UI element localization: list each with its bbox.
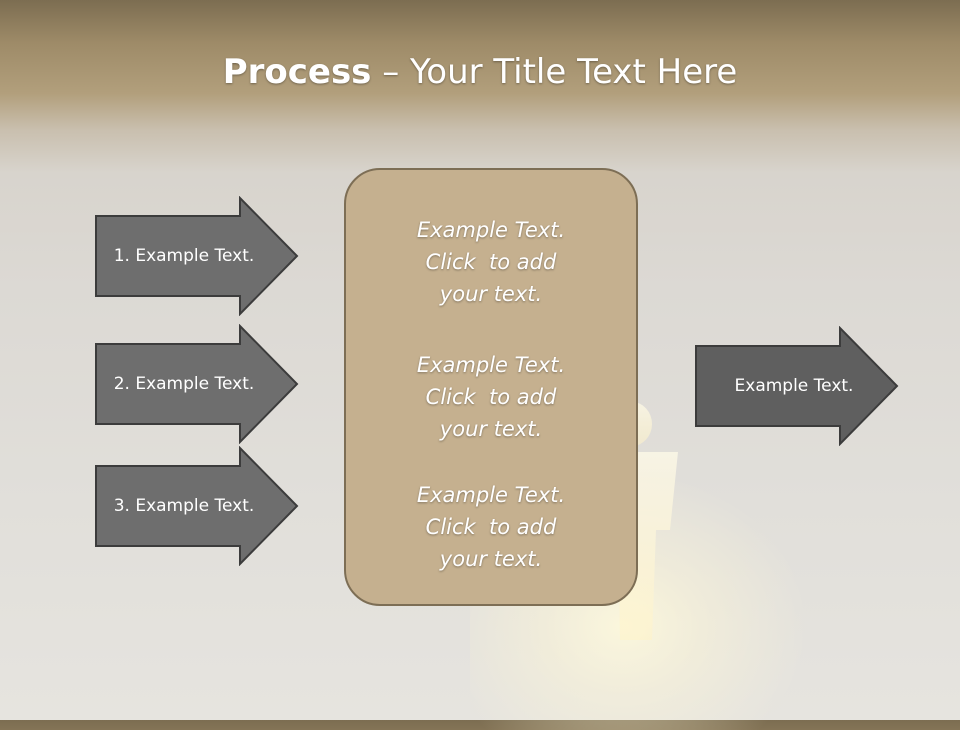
title-rest: – Your Title Text Here <box>371 52 738 92</box>
center-text-block: Example Text. Click to add your text. <box>346 479 636 575</box>
input-arrow-1[interactable]: 1. Example Text. <box>94 196 300 316</box>
input-arrow-label: 1. Example Text. <box>113 246 255 266</box>
block-line: Example Text. <box>416 483 566 507</box>
input-arrow-2[interactable]: 2. Example Text. <box>94 324 300 444</box>
block-line: Example Text. <box>416 218 566 242</box>
center-text-block: Example Text. Click to add your text. <box>346 349 636 445</box>
right-arrow-icon <box>95 196 299 316</box>
input-arrow-label: 2. Example Text. <box>113 374 255 394</box>
slide-title: Process – Your Title Text Here <box>0 52 960 92</box>
right-arrow-icon <box>95 324 299 444</box>
center-process-box[interactable]: Example Text. Click to add your text. Exam… <box>344 168 638 606</box>
block-line: your text. <box>439 417 543 441</box>
block-line: Click to add <box>425 385 557 409</box>
block-line: your text. <box>439 282 543 306</box>
block-line: Click to add <box>425 515 557 539</box>
input-arrow-3[interactable]: 3. Example Text. <box>94 446 300 566</box>
input-arrow-label: 3. Example Text. <box>113 496 255 516</box>
block-line: Example Text. <box>416 353 566 377</box>
center-text-block: Example Text. Click to add your text. <box>346 214 636 310</box>
right-arrow-icon <box>695 326 899 446</box>
output-arrow[interactable]: Example Text. <box>694 326 900 446</box>
block-line: Click to add <box>425 250 557 274</box>
right-arrow-icon <box>95 446 299 566</box>
block-line: your text. <box>439 547 543 571</box>
title-bold: Process <box>222 52 372 92</box>
output-arrow-label: Example Text. <box>734 376 854 396</box>
